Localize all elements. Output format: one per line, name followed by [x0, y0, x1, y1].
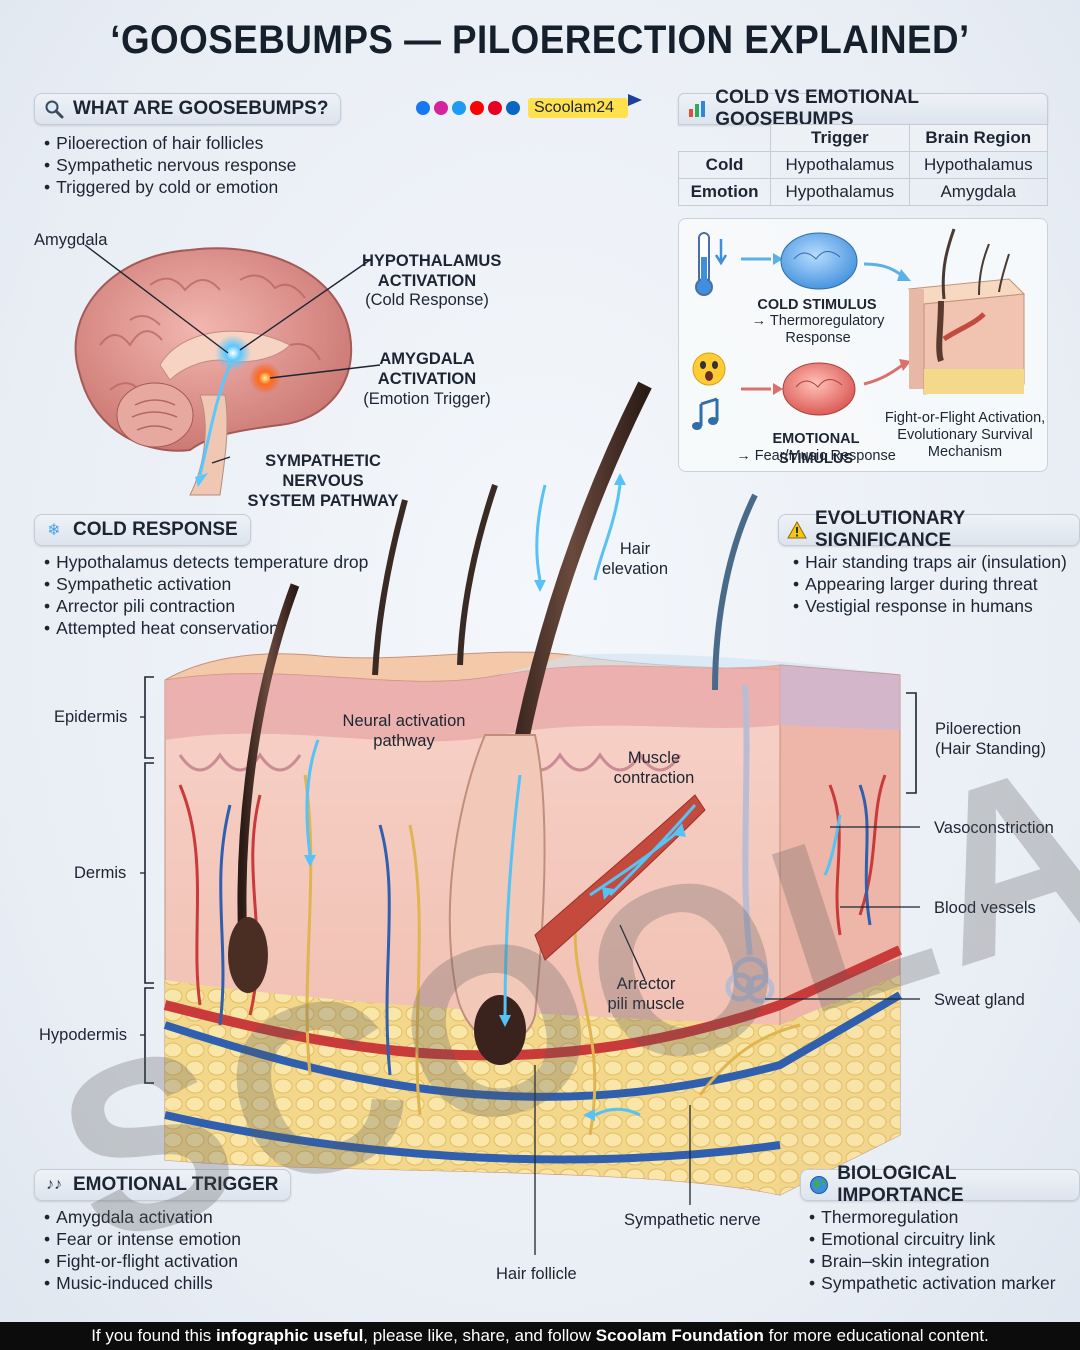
footer-brand-link[interactable]: Scoolam Foundation: [595, 1326, 764, 1345]
footer-banner: If you found this infographic useful, pl…: [0, 1322, 1080, 1350]
cold-heading: ❄ COLD RESPONSE: [34, 514, 251, 546]
stimulus-flow-diagram: [692, 228, 1026, 430]
label-emotional-stimulus-sub: → Fear/Music Response: [736, 448, 896, 464]
music-notes-icon: ♪♪: [46, 1176, 62, 1193]
label-vasoconstriction: Vasoconstriction: [934, 819, 1054, 837]
warning-icon: [787, 519, 807, 541]
pinterest-icon[interactable]: [488, 101, 502, 115]
label-cold-stimulus-sub: → Thermoregulatory Response: [751, 313, 885, 346]
x-icon[interactable]: [452, 101, 466, 115]
globe-icon: [809, 1174, 829, 1196]
stimulus-flow-panel: [678, 218, 1048, 472]
emotional-heading: ♪♪ EMOTIONAL TRIGGER: [34, 1169, 292, 1201]
social-bar: Scoolam24: [416, 94, 643, 118]
what-heading: WHAT ARE GOOSEBUMPS?: [34, 93, 342, 125]
label-sympathetic-nerve: Sympathetic nerve: [624, 1211, 761, 1229]
label-arrector-pili: Arrector pili muscle: [607, 975, 685, 1013]
label-amygdala: Amygdala: [34, 231, 108, 249]
label-epidermis: Epidermis: [54, 708, 128, 726]
instagram-icon[interactable]: [434, 101, 448, 115]
snowflake-icon: ❄: [47, 522, 61, 539]
label-dermis: Dermis: [74, 864, 127, 882]
what-list: Piloerection of hair follicles Sympathet…: [44, 132, 296, 198]
youtube-icon[interactable]: [470, 101, 484, 115]
biological-heading: BIOLOGICAL IMPORTANCE: [800, 1163, 1080, 1206]
label-hypothalamus-sub: (Cold Response): [365, 291, 489, 309]
brain-illustration: [74, 244, 381, 496]
label-amygdala-sub: (Emotion Trigger): [363, 390, 491, 408]
label-hypothalamus: HYPOTHALAMUS ACTIVATION: [362, 252, 502, 290]
label-sweat-gland: Sweat gland: [934, 991, 1025, 1009]
cold-list: Hypothalamus detects temperature drop Sy…: [44, 551, 368, 639]
label-muscle-contraction: Muscle contraction: [613, 749, 695, 787]
label-hair-elevation: Hair elevation: [601, 540, 669, 578]
label-hypodermis: Hypodermis: [39, 1026, 128, 1044]
comparison-table: Trigger Brain Region Cold Hypothalamus H…: [677, 124, 1049, 206]
bar-chart-icon: [687, 98, 707, 120]
label-sns-pathway: SYMPATHETIC NERVOUS SYSTEM PATHWAY: [247, 452, 399, 510]
label-neural-pathway: Neural activation pathway: [342, 712, 466, 750]
table-row: Cold Hypothalamus Hypothalamus: [677, 151, 1049, 179]
scared-face-icon: [692, 352, 726, 386]
table-header: Trigger Brain Region: [678, 124, 1049, 152]
emotional-list: Amygdala activation Fear or intense emot…: [44, 1206, 241, 1294]
magnifier-icon: [43, 98, 65, 120]
label-fight-or-flight: Fight-or-Flight Activation, Evolutionary…: [884, 410, 1046, 460]
page-title: ‘GOOSEBUMPS — PILOERECTION EXPLAINED’: [110, 18, 970, 62]
label-amygdala-activation: AMYGDALA ACTIVATION: [377, 350, 477, 388]
label-emotional-stimulus: EMOTIONAL STIMULUS: [772, 431, 860, 467]
label-blood-vessels: Blood vessels: [934, 899, 1036, 917]
brand-handle[interactable]: Scoolam24: [528, 94, 643, 118]
label-hair-follicle: Hair follicle: [496, 1265, 577, 1283]
evolutionary-list: Hair standing traps air (insulation) App…: [793, 551, 1067, 617]
skin-block-icon: [907, 228, 1026, 395]
facebook-icon[interactable]: [416, 101, 430, 115]
music-note-icon: [692, 397, 719, 430]
comparison-heading: COLD VS EMOTIONAL GOOSEBUMPS: [678, 87, 1048, 130]
evolutionary-heading: EVOLUTIONARY SIGNIFICANCE: [778, 508, 1080, 551]
label-piloerection: Piloerection (Hair Standing): [935, 720, 1046, 758]
linkedin-icon[interactable]: [506, 101, 520, 115]
table-row: Emotion Hypothalamus Amygdala: [677, 178, 1049, 206]
label-cold-stimulus: COLD STIMULUS: [757, 297, 877, 313]
thermometer-icon: [695, 232, 728, 296]
biological-list: Thermoregulation Emotional circuitry lin…: [809, 1206, 1055, 1294]
skin-cross-section: [140, 381, 920, 1255]
